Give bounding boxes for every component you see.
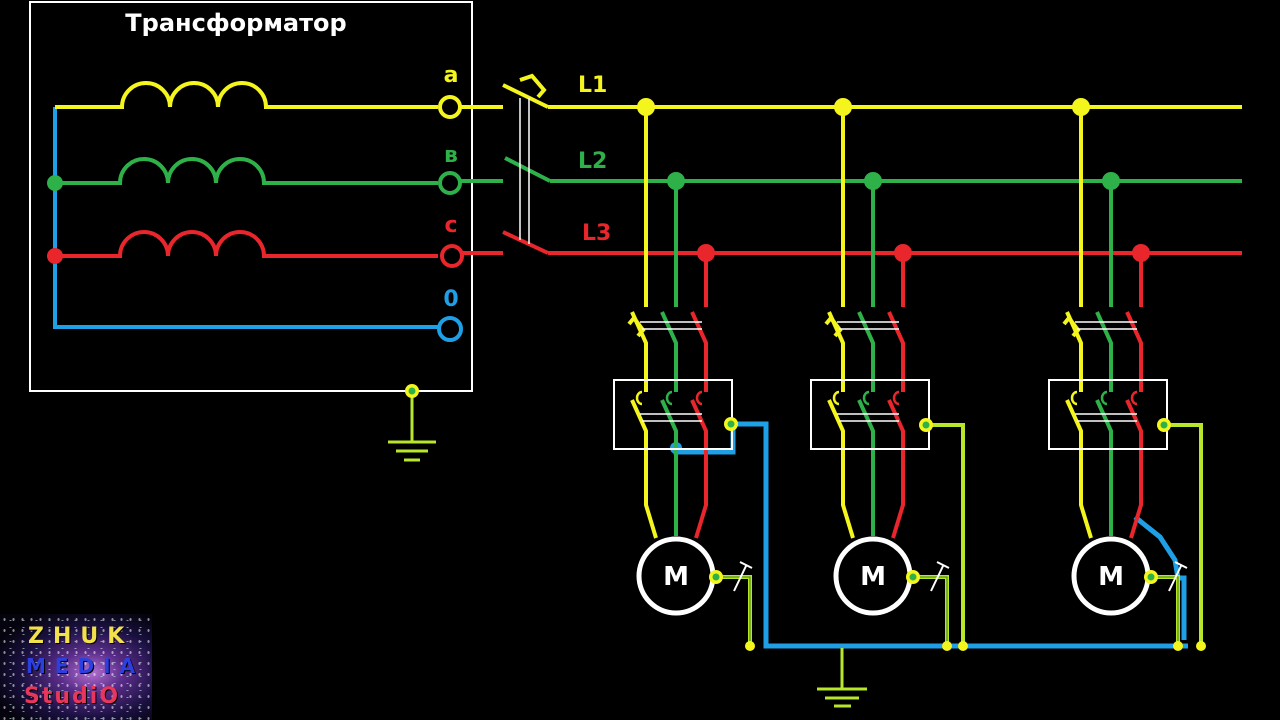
winding-a: [55, 81, 438, 109]
terminal-label-a: a: [444, 63, 459, 88]
bus-label-L2: L2: [578, 149, 607, 174]
terminal-a: [438, 95, 462, 119]
motor-label: M: [663, 562, 689, 592]
star-node-b: [47, 175, 63, 191]
motor-branch-3: M: [1048, 98, 1206, 651]
transformer-ground-icon: [388, 392, 436, 462]
test-button-icon: [930, 561, 950, 592]
neutral-wire-3: [1133, 515, 1187, 640]
terminal-c: [440, 244, 464, 268]
winding-b: [55, 157, 438, 185]
zhuk-media-studio-logo: ZHUK MEDIA StudiO: [0, 614, 152, 720]
bus-label-L1: L1: [578, 73, 607, 98]
motor-label: M: [1098, 562, 1124, 592]
contactor-box: [810, 379, 930, 450]
terminal-b: [438, 171, 462, 195]
main-ground-icon: [817, 648, 867, 708]
motor-label: M: [860, 562, 886, 592]
transformer-box: [29, 1, 473, 392]
logo-line1: ZHUK: [28, 624, 134, 649]
bus-label-L3: L3: [582, 221, 611, 246]
logo-line3: StudiO: [24, 684, 121, 709]
terminal-label-b: в: [444, 143, 458, 168]
test-button-icon: [733, 561, 753, 592]
test-button-icon: [1168, 561, 1188, 592]
motor-branch-1: M: [613, 98, 755, 651]
main-breaker: [460, 73, 551, 255]
contactor-box: [613, 379, 733, 450]
terminal-label-n: 0: [443, 287, 458, 312]
terminal-n: [437, 316, 463, 342]
logo-line2: MEDIA: [26, 654, 145, 678]
motor-branch-2: M: [810, 98, 968, 651]
star-node-c: [47, 248, 63, 264]
terminal-label-c: c: [444, 213, 457, 238]
neutral-star-bus: [53, 107, 438, 329]
contactor-box: [1048, 379, 1168, 450]
transformer-title: Трансформатор: [125, 9, 346, 37]
winding-c: [55, 230, 438, 258]
